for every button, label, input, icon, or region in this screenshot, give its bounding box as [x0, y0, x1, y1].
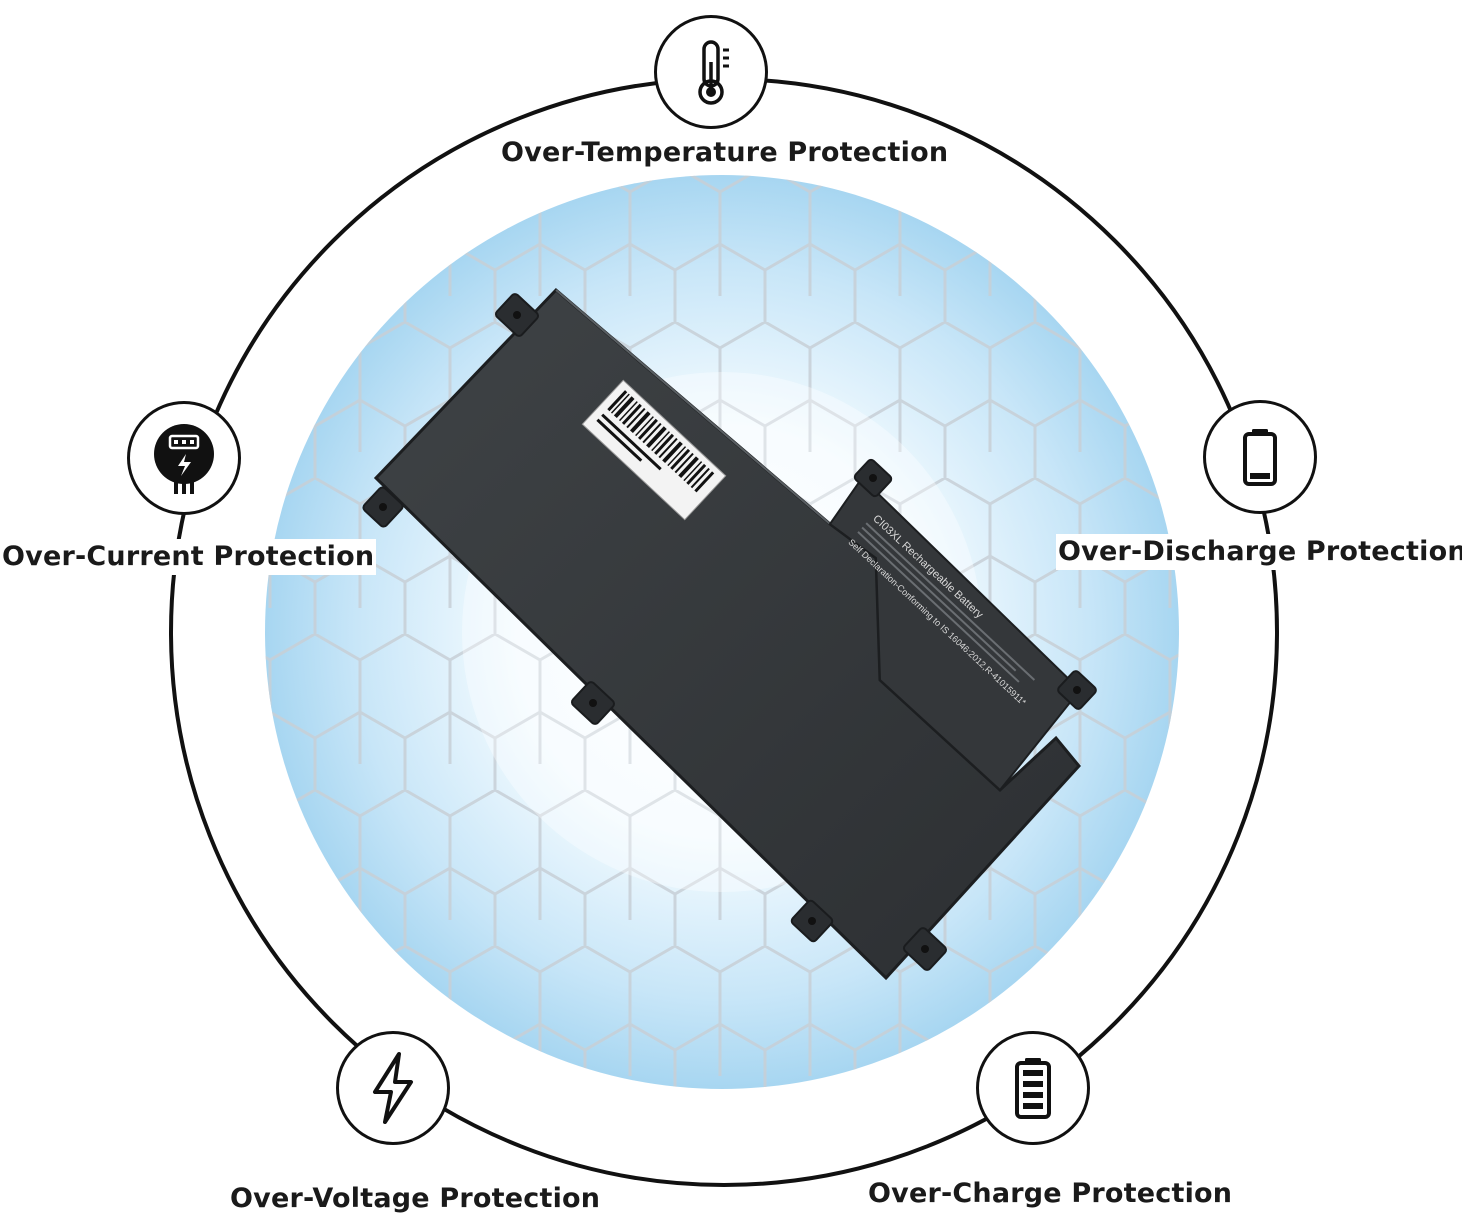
thermometer-icon [698, 40, 729, 105]
over-temperature-label: Over-Temperature Protection [499, 135, 951, 171]
over-voltage-label: Over-Voltage Protection [228, 1181, 603, 1217]
current-meter-icon [154, 424, 214, 494]
over-temperature-badge [654, 15, 768, 129]
laptop-battery: CI03XL Rechargeable Battery Self Declara… [362, 287, 1097, 981]
over-charge-badge [976, 1031, 1090, 1145]
over-charge-label: Over-Charge Protection [866, 1176, 1235, 1212]
full-battery-icon [1015, 1058, 1051, 1119]
lightning-bolt-icon [373, 1052, 413, 1124]
empty-battery-icon [1243, 429, 1277, 486]
over-current-badge [127, 401, 241, 515]
over-current-label: Over-Current Protection [0, 539, 377, 575]
over-discharge-label: Over-Discharge Protection [1056, 534, 1462, 570]
over-voltage-badge [336, 1031, 450, 1145]
over-discharge-badge [1203, 400, 1317, 514]
